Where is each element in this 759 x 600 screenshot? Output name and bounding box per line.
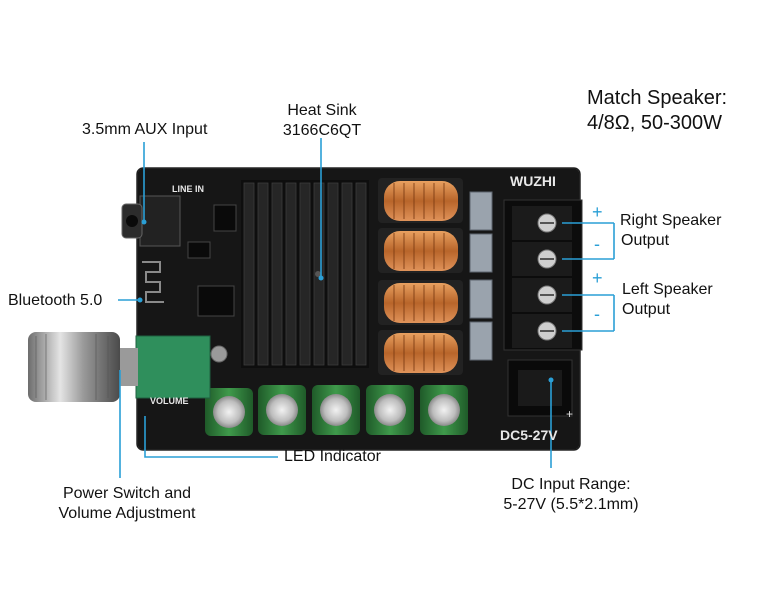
minus-left: -	[594, 304, 600, 324]
power-switch-label: Power Switch and Volume Adjustment	[40, 484, 214, 524]
left-speaker-line1: Left Speaker	[622, 281, 713, 298]
left-speaker-line2: Output	[622, 301, 671, 318]
led-indicator-label: LED Indicator	[284, 448, 381, 465]
callout-lines	[118, 138, 615, 478]
right-speaker-line2: Output	[621, 232, 670, 249]
heat-sink-line2: 3166C6QT	[282, 122, 362, 139]
match-speaker-line1: Match Speaker:	[587, 87, 728, 109]
ic-chips	[187, 204, 237, 317]
film-capacitors	[469, 191, 493, 361]
volume-potentiometer	[28, 332, 228, 402]
bluetooth-label: Bluetooth 5.0	[8, 292, 103, 309]
bluetooth-antenna	[142, 261, 164, 303]
plus-left: +	[592, 268, 603, 288]
plus-dc: +	[566, 407, 573, 421]
heat-sink-line1: Heat Sink	[287, 102, 357, 119]
electrolytic-capacitors	[205, 385, 468, 436]
right-speaker-label: Right Speaker Output	[620, 211, 721, 251]
dc-input-label: DC Input Range: 5-27V (5.5*2.1mm)	[486, 475, 656, 515]
line-in-silkscreen: LINE IN	[172, 184, 204, 194]
aux-jack	[121, 195, 181, 247]
dc-input-line2: 5-27V (5.5*2.1mm)	[503, 496, 639, 513]
heat-sink-label: Heat Sink 3166C6QT	[270, 101, 374, 141]
dc-input-line1: DC Input Range:	[511, 476, 631, 493]
volume-silkscreen: VOLUME	[150, 396, 189, 406]
minus-right: -	[594, 234, 600, 254]
plus-right: +	[592, 202, 603, 222]
left-speaker-label: Left Speaker Output	[622, 280, 713, 320]
dc-rating-silkscreen: DC5-27V	[500, 427, 558, 443]
match-speaker-label: Match Speaker: 4/8Ω, 50-300W	[587, 86, 727, 136]
inductor-coils	[378, 178, 463, 375]
match-speaker-line2: 4/8Ω, 50-300W	[587, 112, 723, 134]
power-switch-line2: Volume Adjustment	[58, 505, 196, 522]
power-switch-line1: Power Switch and	[62, 485, 192, 502]
right-speaker-line1: Right Speaker	[620, 212, 722, 229]
speaker-terminal-block	[503, 199, 583, 351]
brand-silkscreen: WUZHI	[510, 173, 556, 189]
heat-sink	[241, 180, 369, 368]
aux-input-label: 3.5mm AUX Input	[82, 121, 208, 138]
